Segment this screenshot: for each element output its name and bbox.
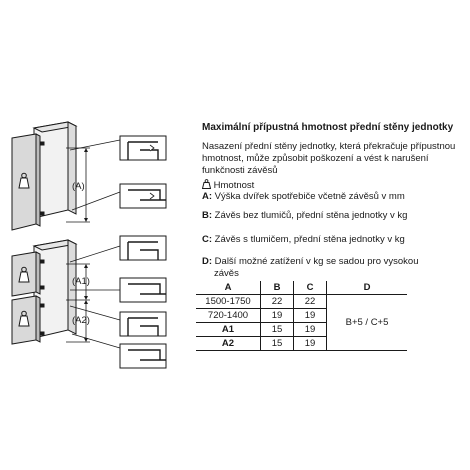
legend-text: Závěs s tlumičem, přední stěna jednotky … — [214, 234, 405, 245]
hinge-detail-bottom-2 — [119, 277, 167, 303]
weight-icon — [18, 266, 30, 327]
legend-text: Výška dvířek spotřebiče včetně závěsů v … — [214, 191, 405, 202]
cell-d: B+5 / C+5 — [326, 294, 407, 351]
double-door-appliance — [11, 239, 78, 345]
legend-d: D: Další možné zatížení v kg se sadou pr… — [202, 256, 419, 268]
cell-a: A1 — [196, 322, 261, 337]
header-c: C — [293, 281, 327, 295]
legend-weight: Hmotnost — [201, 179, 255, 192]
dimension-a1-a2 — [66, 263, 90, 343]
weight-table: A B C D 1500-1750 22 22 B+5 / C+5 720-14… — [196, 281, 407, 351]
cell-b: 15 — [260, 336, 294, 351]
header-d: D — [326, 281, 407, 295]
table-row: 1500-1750 22 22 B+5 / C+5 — [196, 294, 407, 351]
legend-a: A: Výška dvířek spotřebiče včetně závěsů… — [202, 191, 405, 203]
legend-c: C: Závěs s tlumičem, přední stěna jednot… — [202, 234, 405, 246]
cell-a: 1500-1750 — [196, 294, 261, 309]
cell-b: 22 — [260, 294, 294, 309]
weight-icon — [18, 172, 30, 189]
dimension-label-a2: (A2) — [72, 315, 90, 326]
cell-b: 19 — [260, 308, 294, 323]
cell-c: 22 — [293, 294, 327, 309]
cell-c: 19 — [293, 322, 327, 337]
description: Nasazení přední stěny jednotky, která př… — [202, 141, 456, 176]
legend-key: B: — [202, 210, 213, 221]
legend-text: závěs — [214, 268, 239, 279]
legend-d-cont: závěs — [202, 268, 239, 280]
header-a: A — [196, 281, 261, 295]
cell-c: 19 — [293, 308, 327, 323]
legend-key: D: — [202, 256, 213, 267]
legend-key: C: — [202, 234, 213, 245]
cell-b: 15 — [260, 322, 294, 337]
hinge-detail-bottom-3 — [119, 311, 167, 337]
cell-c: 19 — [293, 336, 327, 351]
legend-key: A: — [202, 191, 213, 202]
legend-b: B: Závěs bez tlumičů, přední stěna jedno… — [202, 210, 407, 222]
cell-a: 720-1400 — [196, 308, 261, 323]
legend-text: Další možné zatížení v kg se sadou pro v… — [214, 256, 419, 267]
header-b: B — [260, 281, 294, 295]
weight-icon — [201, 179, 212, 189]
table-row: A1 15 19 — [196, 322, 407, 337]
cell-a: A2 — [196, 336, 261, 351]
single-door-appliance — [11, 121, 78, 231]
table-row: A2 15 19 — [196, 336, 407, 351]
dimension-a — [66, 147, 90, 223]
hinge-detail-bottom-4 — [119, 343, 167, 369]
hinge-detail-top-1 — [119, 135, 167, 161]
legend-text: Závěs bez tlumičů, přední stěna jednotky… — [214, 210, 408, 221]
table-row: 720-1400 19 19 — [196, 308, 407, 323]
table-header-row: A B C D — [196, 281, 407, 295]
page-title: Maximální přípustná hmotnost přední stěn… — [202, 122, 454, 133]
dimension-label-a: (A) — [72, 181, 85, 192]
legend-weight-text: Hmotnost — [213, 180, 255, 191]
hinge-detail-top-2 — [119, 183, 167, 209]
dimension-label-a1: (A1) — [72, 276, 90, 287]
hinge-detail-bottom-1 — [119, 235, 167, 261]
installation-diagram — [11, 121, 167, 369]
